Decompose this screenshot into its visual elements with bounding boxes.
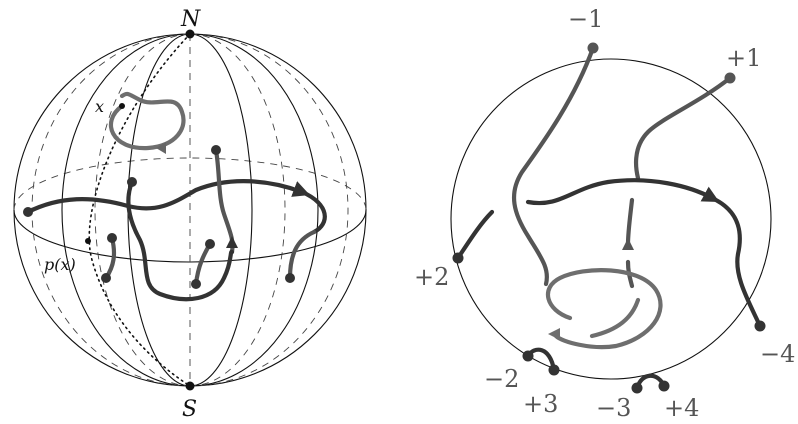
- strand-minus4: [709, 195, 763, 329]
- label-minus4: −4: [760, 340, 795, 368]
- disk-outline: [450, 58, 772, 380]
- disk-loop: [545, 268, 663, 350]
- sphere-endpoint: [101, 273, 111, 283]
- sphere-endpoint: [23, 207, 33, 217]
- south-label: S: [182, 397, 197, 422]
- sphere-curve-right: [287, 229, 317, 281]
- disk-vertical-segment: [625, 197, 635, 247]
- boundary-point-minus4: [754, 320, 766, 332]
- sphere-endpoint: [107, 233, 117, 243]
- px-label: p(x): [44, 255, 76, 274]
- north-pole-dot: [185, 29, 195, 39]
- disk: −1 +1 +2 −4 −2 +3 −3 +4: [414, 5, 795, 422]
- equator-back: [13, 157, 367, 211]
- sphere-loop: [109, 91, 186, 151]
- sphere-up-arrow: [226, 236, 238, 248]
- disk-main-curve: [525, 178, 720, 206]
- sphere-endpoint: [205, 239, 215, 249]
- sphere-main-curve-tail: [299, 189, 327, 235]
- label-plus2: +2: [414, 263, 449, 291]
- strand-plus1: [633, 75, 733, 181]
- label-plus4: +4: [664, 394, 699, 422]
- label-minus2: −2: [484, 365, 519, 393]
- boundary-point-plus3: [548, 364, 560, 376]
- sphere-endpoint: [285, 273, 295, 283]
- boundary-point-plus4: [658, 380, 670, 392]
- sphere-curve-short: [193, 241, 213, 287]
- disk-loop-arrow: [548, 328, 560, 340]
- sphere-endpoint: [211, 145, 221, 155]
- boundary-point-plus2: [452, 252, 464, 264]
- south-pole-dot: [185, 381, 195, 391]
- boundary-point-minus1: [587, 42, 599, 54]
- sphere-curve-left: [103, 235, 117, 281]
- disk-loop-inner: [589, 297, 641, 339]
- sphere-main-curve: [25, 179, 310, 215]
- strand-minus1: [512, 45, 596, 287]
- sphere: N S x p(x): [13, 7, 367, 422]
- label-plus1: +1: [726, 44, 761, 72]
- sphere-curve-up: [213, 147, 235, 255]
- boundary-point-plus1: [724, 72, 736, 84]
- x-point: [119, 103, 125, 109]
- sphere-endpoint: [127, 177, 137, 187]
- label-minus3: −3: [596, 394, 631, 422]
- boundary-point-minus2: [522, 350, 534, 362]
- sphere-loop-arrow: [156, 142, 166, 154]
- north-label: N: [180, 7, 201, 32]
- label-plus3: +3: [523, 390, 558, 418]
- label-minus1: −1: [568, 5, 603, 33]
- px-point: [85, 238, 91, 244]
- sphere-curve-center: [126, 179, 235, 302]
- sphere-endpoint: [191, 279, 201, 289]
- disk-up-arrow: [622, 238, 634, 250]
- x-label: x: [95, 97, 104, 116]
- boundary-point-minus3: [631, 382, 643, 394]
- strand-plus2: [455, 209, 495, 261]
